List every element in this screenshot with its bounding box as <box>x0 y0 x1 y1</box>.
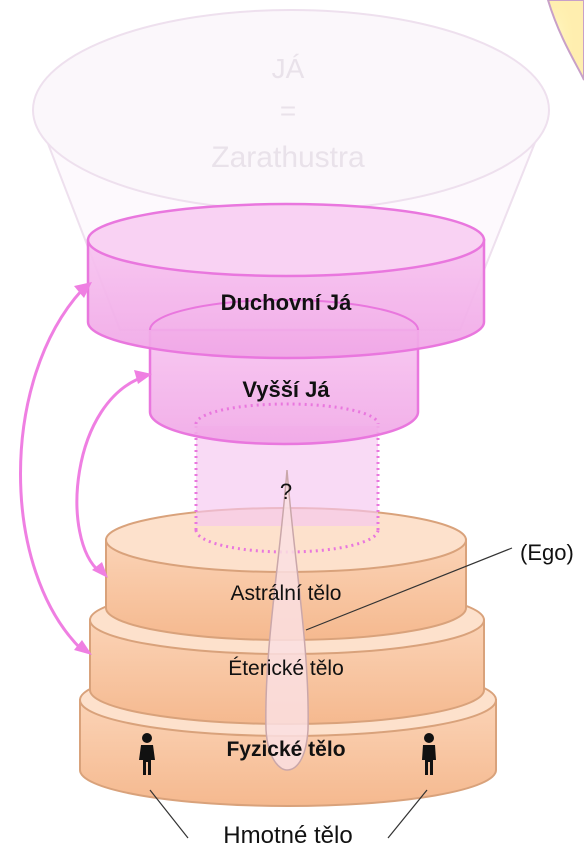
ego-teardrop <box>265 469 309 771</box>
person-icon-right <box>422 733 436 775</box>
arrow-higher-to-astral <box>75 370 152 578</box>
ghost-label-equals: = <box>280 95 296 126</box>
corner-glow-shape <box>546 0 584 81</box>
question-mark-label: ? <box>280 479 292 504</box>
ghost-label-zarathustra: Zarathustra <box>211 141 365 174</box>
higher-self-label: Vyšší Já <box>242 377 330 402</box>
material-pointer-left <box>149 789 189 839</box>
ego-pointer-line <box>305 547 513 631</box>
ghost-label-ja: JÁ <box>272 53 305 84</box>
material-pointer-right <box>387 789 428 839</box>
astral-body-label: Astrální tělo <box>231 582 342 605</box>
higher-self-rim <box>149 299 419 331</box>
material-body-label: Hmotné tělo <box>223 822 352 849</box>
arrow-spiritual-to-etheric <box>19 282 92 655</box>
ego-label: (Ego) <box>520 540 574 565</box>
spiritual-self-cylinder <box>86 202 486 360</box>
spiritual-self-label: Duchovní Já <box>221 290 353 315</box>
etheric-body-label: Éterické tělo <box>228 657 344 680</box>
person-icon-left <box>139 733 155 775</box>
physical-body-label: Fyzické tělo <box>226 738 345 761</box>
higher-self-cylinder <box>148 328 420 446</box>
